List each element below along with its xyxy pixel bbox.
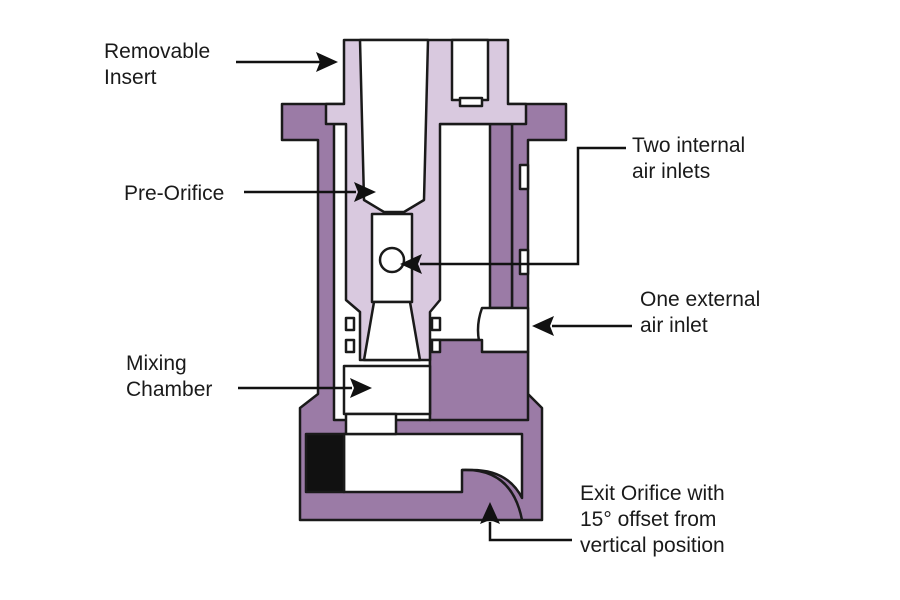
external-inlet-arrowhead bbox=[532, 316, 554, 336]
oring-left-1 bbox=[344, 316, 356, 332]
right-wall-notch-1 bbox=[518, 163, 530, 191]
right-wall-channel bbox=[488, 122, 514, 310]
insert-diverging-cone bbox=[362, 300, 422, 362]
label-removable-insert-line2: Insert bbox=[104, 66, 157, 89]
label-internal-inlets: Two internal air inlets bbox=[632, 134, 751, 183]
oring-left-2 bbox=[344, 338, 356, 354]
chamber-outlet-ring bbox=[344, 412, 398, 436]
label-pre-orifice: Pre-Orifice bbox=[124, 182, 224, 205]
callout-arrows bbox=[236, 52, 632, 542]
label-external-inlet-line1: One external bbox=[640, 288, 760, 311]
removable-insert-arrowhead bbox=[316, 52, 338, 72]
label-external-inlet: One external air inlet bbox=[640, 288, 766, 337]
label-removable-insert-line1: Removable bbox=[104, 40, 210, 63]
oring-right-2 bbox=[430, 338, 442, 354]
callout-labels: Removable Insert Pre-Orifice Two interna… bbox=[104, 40, 766, 557]
black-seal bbox=[304, 432, 346, 494]
internal-inlets-arrow bbox=[420, 146, 626, 266]
right-wall-notch-2 bbox=[518, 248, 530, 276]
label-exit-orifice: Exit Orifice with 15° offset from vertic… bbox=[580, 482, 731, 557]
mixing-chamber-arrowhead bbox=[350, 378, 372, 398]
label-mixing-chamber: Mixing Chamber bbox=[126, 352, 212, 401]
label-internal-inlets-line1: Two internal bbox=[632, 134, 745, 157]
exit-orifice-curve bbox=[461, 468, 524, 521]
label-exit-orifice-line3: vertical position bbox=[580, 534, 725, 557]
insert-bore bbox=[358, 38, 430, 214]
label-exit-orifice-line2: 15° offset from bbox=[580, 508, 716, 531]
label-exit-orifice-line1: Exit Orifice with bbox=[580, 482, 725, 505]
lower-solid-block bbox=[428, 338, 530, 422]
label-mixing-chamber-line2: Chamber bbox=[126, 378, 212, 401]
exit-orifice-arrow bbox=[488, 522, 572, 542]
label-external-inlet-line2: air inlet bbox=[640, 314, 708, 337]
internal-inlets-arrowhead bbox=[400, 254, 422, 274]
internal-air-inlet-hole bbox=[378, 246, 406, 274]
label-pre-orifice-line1: Pre-Orifice bbox=[124, 182, 224, 205]
label-removable-insert: Removable Insert bbox=[104, 40, 216, 89]
insert-top-slot bbox=[450, 38, 490, 102]
pre-orifice-arrowhead bbox=[354, 182, 376, 202]
external-inlet-passage bbox=[476, 306, 530, 354]
exit-channel-cavity bbox=[342, 432, 524, 500]
insert-top-slot-base bbox=[458, 96, 484, 108]
label-internal-inlets-line2: air inlets bbox=[632, 160, 710, 183]
exit-orifice-arrowhead bbox=[480, 502, 500, 524]
removable-insert bbox=[324, 38, 528, 362]
oring-right-1 bbox=[430, 316, 442, 332]
label-mixing-chamber-line1: Mixing bbox=[126, 352, 187, 375]
